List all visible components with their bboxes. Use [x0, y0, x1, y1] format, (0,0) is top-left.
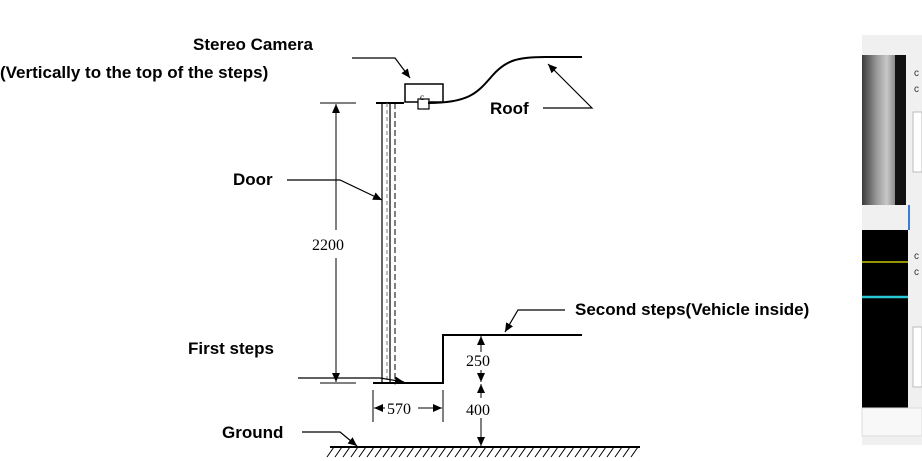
ground-hatch-mark: [414, 446, 423, 458]
step-rise-dimension: 250: [466, 353, 490, 370]
ground-hatch-mark: [598, 446, 607, 458]
ground-hatch-mark: [590, 446, 599, 458]
ground-hatching: [326, 446, 639, 458]
first-steps-label: First steps: [188, 339, 274, 358]
door: [381, 103, 396, 383]
step-height-dimension: 400: [466, 402, 490, 419]
ground-hatch-mark: [502, 446, 511, 458]
ground-hatch-mark: [494, 446, 503, 458]
side-panel-footer: [861, 407, 922, 437]
ground-hatch-mark: [422, 446, 431, 458]
ground-hatch-mark: [534, 446, 543, 458]
ground-hatch-mark: [374, 446, 383, 458]
ground-hatch-mark: [390, 446, 399, 458]
ground-hatch-mark: [366, 446, 375, 458]
ground-hatch-mark: [398, 446, 407, 458]
steps-profile: [373, 334, 582, 384]
side-panel: c c c c: [861, 35, 922, 445]
second-steps-leader: [504, 309, 565, 333]
ground-hatch-mark: [406, 446, 415, 458]
ground-hatch-mark: [606, 446, 615, 458]
ground-hatch-mark: [630, 446, 639, 458]
camera-letter: c: [420, 92, 424, 102]
ground-hatch-mark: [542, 446, 551, 458]
roof-line: [427, 56, 582, 104]
ground-hatch-mark: [550, 446, 559, 458]
ground-hatch-mark: [446, 446, 455, 458]
ground-hatch-mark: [622, 446, 631, 458]
ground-hatch-mark: [486, 446, 495, 458]
side-panel-field-1: [912, 111, 922, 173]
ground-hatch-mark: [478, 446, 487, 458]
ground-hatch-mark: [526, 446, 535, 458]
ground-hatch-mark: [574, 446, 583, 458]
ground-hatch-mark: [462, 446, 471, 458]
ground-hatch-mark: [558, 446, 567, 458]
ground-hatch-mark: [350, 446, 359, 458]
ground-hatch-mark: [470, 446, 479, 458]
side-panel-field-2: [912, 326, 922, 388]
camera-leader: [352, 57, 411, 79]
height-dimension: 2200: [312, 237, 344, 254]
ground-hatch-mark: [510, 446, 519, 458]
side-panel-divider: [895, 55, 906, 205]
camera-view-bottom: [862, 230, 908, 410]
side-panel-text-3: c: [914, 251, 919, 262]
blue-marker: [908, 205, 910, 230]
side-panel-text-1: c: [914, 68, 919, 79]
stereo-camera-sublabel: (Vertically to the top of the steps): [0, 63, 268, 82]
roof-label: Roof: [490, 99, 529, 118]
side-panel-text-4: c: [914, 267, 919, 278]
ground-hatch-mark: [382, 446, 391, 458]
ground-hatch-mark: [518, 446, 527, 458]
ground-hatch-mark: [334, 446, 343, 458]
ground-hatch-mark: [582, 446, 591, 458]
ground-hatch-mark: [358, 446, 367, 458]
door-leader: [287, 179, 383, 201]
second-steps-label: Second steps(Vehicle inside): [575, 300, 809, 319]
width-dimension: 570: [387, 401, 411, 418]
ground-hatch-mark: [454, 446, 463, 458]
ground-hatch-mark: [438, 446, 447, 458]
side-panel-text-2: c: [914, 84, 919, 95]
ground-leader: [302, 431, 358, 447]
door-label: Door: [233, 170, 273, 189]
ground-label: Ground: [222, 423, 283, 442]
stereo-camera-label: Stereo Camera: [193, 35, 314, 54]
roof-leader: [543, 63, 594, 109]
ground-hatch-mark: [430, 446, 439, 458]
ground-hatch-mark: [342, 446, 351, 458]
ground-hatch-mark: [614, 446, 623, 458]
stereo-camera: c: [404, 83, 444, 110]
first-steps-leader: [298, 376, 405, 385]
ground-hatch-mark: [326, 446, 335, 458]
ground-hatch-mark: [566, 446, 575, 458]
camera-view-top: [862, 55, 895, 205]
